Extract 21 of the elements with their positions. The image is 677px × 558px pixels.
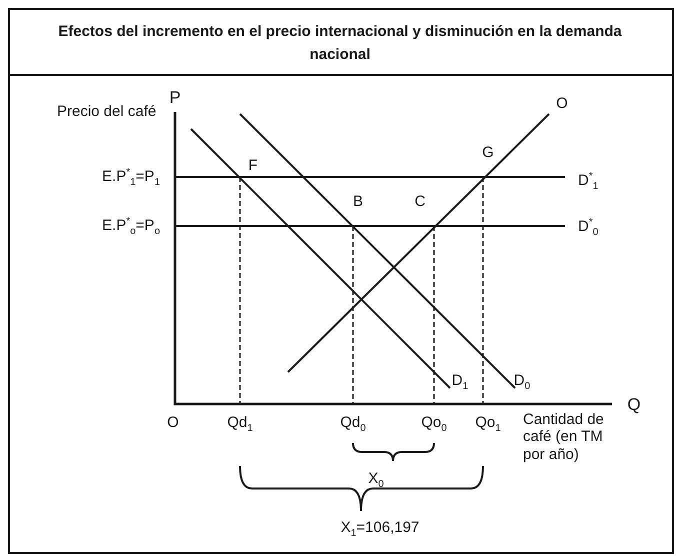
quantity-label: Qd$_{0}$ xyxy=(340,414,366,432)
axis-label: Q xyxy=(627,395,641,415)
curve-label: D$_{1}$ xyxy=(452,372,468,390)
price-label: E.P$^{*}$$_{1}$=P$_{1}$ xyxy=(102,168,160,186)
axis-label: P xyxy=(169,88,181,108)
point-label: C xyxy=(414,193,426,210)
quantity-label: Qo$_{0}$ xyxy=(421,414,447,432)
quantity-label: Qo$_{1}$ xyxy=(475,414,501,432)
point-label: F xyxy=(248,157,258,174)
quantity-label: Qd$_{1}$ xyxy=(227,414,253,432)
point-label: B xyxy=(353,193,363,210)
price-label: E.P$^{*}$$_{o}$=P$_{o}$ xyxy=(102,217,160,234)
axis-label: Precio del café xyxy=(57,103,157,120)
brace-label: X$_{1}$=106,197 xyxy=(340,519,420,536)
point-label: G xyxy=(482,144,494,162)
chart-title: Efectos del incremento en el precio internacional y disminución en la demanda nacional xyxy=(57,22,623,65)
origin-label: O xyxy=(167,414,179,432)
axis-label: Cantidad de café (en TM por año) xyxy=(523,411,605,463)
brace-label: X$_{0}$ xyxy=(368,470,384,488)
curve-label: O xyxy=(556,95,568,112)
curve-label: D$_{0}$ xyxy=(514,372,530,390)
